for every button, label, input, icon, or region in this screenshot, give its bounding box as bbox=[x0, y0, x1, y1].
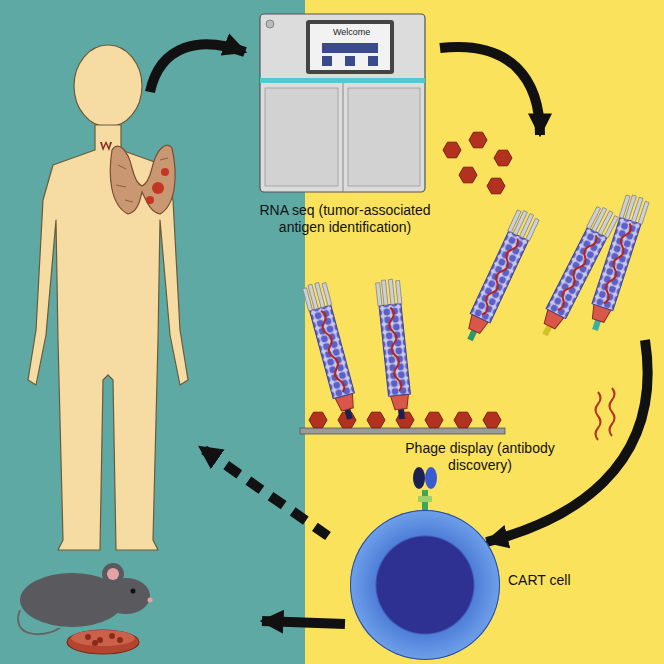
mouse bbox=[18, 563, 152, 634]
thyroid-gland bbox=[110, 145, 175, 214]
culture-dish-part bbox=[117, 637, 123, 643]
cycle-arrows bbox=[150, 44, 345, 624]
sequencer-machine bbox=[260, 14, 425, 192]
mouse-part bbox=[131, 589, 136, 594]
car-receptor-part bbox=[425, 467, 437, 489]
sequencer-machine-part bbox=[348, 88, 420, 186]
phage-particles-part bbox=[302, 281, 361, 422]
coated-surface-part-part bbox=[454, 412, 472, 428]
culture-dish-part bbox=[109, 633, 115, 639]
coated-surface-part bbox=[300, 428, 505, 434]
culture-dish-part bbox=[71, 630, 135, 646]
culture-dish-part bbox=[85, 634, 91, 640]
car-receptor-part bbox=[418, 496, 432, 502]
coated-surface-part-part bbox=[309, 412, 327, 428]
person-figure-part bbox=[100, 141, 112, 151]
yellow-panel bbox=[305, 0, 664, 664]
culture-dish-part bbox=[97, 637, 103, 643]
dna-strands bbox=[596, 388, 615, 440]
person-figure-part bbox=[74, 45, 142, 127]
screen-text: Welcome bbox=[333, 27, 370, 37]
flow-arrow bbox=[440, 47, 540, 135]
person-figure bbox=[28, 45, 188, 550]
dna-strands-part bbox=[596, 392, 601, 440]
cycle-arrows-part bbox=[150, 44, 245, 92]
sequencer-machine-part bbox=[368, 56, 378, 66]
sequencer-machine-part bbox=[310, 24, 390, 70]
cart-cell: CART cell bbox=[350, 510, 500, 660]
mouse-part bbox=[107, 568, 119, 580]
mouse-part bbox=[148, 598, 153, 603]
thyroid-gland-part bbox=[116, 158, 168, 202]
cycle-arrows-part bbox=[262, 621, 345, 624]
car-receptor bbox=[413, 467, 437, 514]
antigen-hexagons-part bbox=[459, 167, 477, 183]
car-receptor-part bbox=[413, 467, 425, 489]
sequencer-machine-part bbox=[322, 43, 378, 53]
sequencer-machine-part bbox=[345, 56, 355, 66]
phage-particles-part bbox=[375, 279, 414, 421]
person-figure-part bbox=[28, 125, 188, 550]
sequencer-machine-part bbox=[260, 14, 425, 192]
sequencer-node: RNA seq (tumor-associated antigen identi… bbox=[250, 8, 440, 258]
coated-surface-part-part bbox=[367, 412, 385, 428]
phage-particles-part bbox=[459, 208, 540, 345]
sequencer-machine-part bbox=[266, 20, 274, 28]
sequencer-machine-part bbox=[265, 88, 338, 186]
phage-particles-part bbox=[584, 193, 650, 334]
node-label: CART cell bbox=[508, 572, 571, 589]
culture-dish-part bbox=[92, 640, 98, 646]
coated-surface-part bbox=[309, 412, 501, 428]
sequencer-machine-part bbox=[306, 20, 394, 74]
culture-dish-part bbox=[67, 630, 139, 654]
thyroid-gland-part bbox=[110, 145, 175, 214]
cycle-arrows-part bbox=[200, 447, 328, 536]
thyroid-gland-part bbox=[146, 196, 154, 204]
antigen-hexagons-part bbox=[469, 132, 487, 148]
dna-strands-part bbox=[610, 388, 615, 436]
phage-display-node: Phage display (antibody discovery) bbox=[300, 135, 645, 485]
thyroid-gland-part bbox=[152, 182, 164, 194]
antigen-hexagons-part bbox=[443, 142, 461, 158]
sequencer-machine-part bbox=[260, 78, 425, 83]
antigen-hexagons-part bbox=[487, 178, 505, 194]
node-label: RNA seq (tumor-associated antigen identi… bbox=[247, 202, 443, 236]
mouse-part bbox=[102, 563, 124, 585]
antigen-hexagons-part bbox=[494, 150, 512, 166]
sequencer-machine-part bbox=[322, 56, 332, 66]
coated-surface-part-part bbox=[483, 412, 501, 428]
coated-surface-part-part bbox=[425, 412, 443, 428]
teal-panel bbox=[0, 0, 305, 664]
sequencer-machine-part bbox=[343, 83, 344, 192]
culture-dish bbox=[67, 630, 139, 654]
node-label: Phage display (antibody discovery) bbox=[402, 440, 558, 474]
antigen-hexagons bbox=[443, 132, 512, 194]
thyroid-gland-part bbox=[161, 168, 169, 176]
